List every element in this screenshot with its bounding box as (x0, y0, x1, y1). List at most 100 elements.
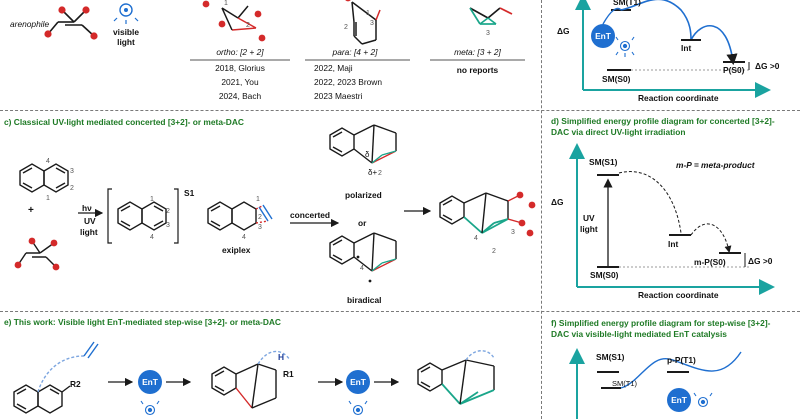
c-exiplex: exiplex (222, 245, 251, 255)
para-product-structure (345, 0, 381, 45)
b-lamp-icon (615, 36, 635, 57)
b-ent-label: EnT (595, 31, 611, 41)
c-prod-num-3: 3 (511, 229, 515, 236)
panel-a-drawings (44, 0, 525, 61)
s1-bracket (107, 188, 179, 244)
arenophile-label: arenophile (10, 19, 50, 29)
e-ent-2: EnT (350, 377, 366, 387)
para-num-3: 3 (370, 20, 374, 27)
b-delta-g: ΔG (557, 26, 570, 36)
f-pp-t1: p-P(T1) (667, 355, 696, 365)
e-ent-circle-2 (346, 370, 370, 394)
para-num-2: 2 (344, 24, 348, 31)
e-h: H (278, 352, 285, 362)
visible-light-label-1: visible (112, 27, 140, 37)
alkene-structure (14, 237, 60, 271)
c-polar-delta: δ (365, 150, 370, 159)
exiplex-structure (207, 201, 273, 231)
d-int: Int (668, 239, 679, 249)
c-ex-num-1: 1 (256, 196, 260, 203)
arenophile-structure (44, 6, 98, 40)
meta-product-structure (469, 7, 513, 25)
c-polar-delta-plus: δ+ (368, 168, 378, 177)
c-naph-num-1: 1 (46, 195, 50, 202)
c-s1-num-2: 2 (166, 208, 170, 215)
d-sm-s0: SM(S0) (590, 270, 619, 280)
c-polar-num-2: 2 (378, 170, 382, 177)
e-product-structure (417, 350, 495, 405)
c-s1-num-3: 3 (166, 222, 170, 229)
d-sm-s1: SM(S1) (589, 157, 618, 167)
c-s1-num-4: 4 (150, 234, 154, 241)
panel-d-energy-diagram (569, 143, 775, 295)
ortho-ref-1: 2018, Glorius (215, 63, 265, 73)
b-sm-s0: SM(S0) (602, 74, 631, 84)
lamp-icon (113, 3, 139, 24)
ortho-ref-3: 2024, Bach (218, 91, 262, 101)
d-dg-pos: ΔG >0 (748, 256, 773, 266)
para-header: para: [4 + 2] (332, 47, 378, 57)
meta-product-structure-c (439, 192, 523, 234)
visible-light-label-2: light (117, 37, 135, 47)
ortho-product-structure (202, 0, 266, 42)
c-birad-num-4: 4 (360, 265, 364, 272)
b-ent-circle (591, 24, 615, 48)
c-plus: + (28, 205, 34, 216)
b-p-s0: P(S0) (723, 65, 745, 75)
meta-num-3: 3 (486, 30, 490, 37)
panel-b-energy-diagram (575, 0, 771, 98)
ortho-num-1: 1 (224, 0, 228, 7)
panel-f-title-2: DAC via visible-light mediated EnT catal… (551, 329, 727, 339)
b-xaxis: Reaction coordinate (638, 93, 719, 103)
f-sm-s1: SM(S1) (596, 352, 625, 362)
e-lamp-icon-2 (348, 400, 368, 416)
c-naph-num-4: 4 (46, 158, 50, 165)
c-prod-num-2: 2 (492, 248, 496, 255)
para-ref-1: 2022, Maji (314, 63, 353, 73)
c-uv: UV (84, 216, 96, 226)
panel-c-drawings (14, 124, 536, 283)
panel-c-title: c) Classical UV-light mediated concerted… (4, 117, 244, 127)
para-ref-3: 2023 Maestri (314, 91, 363, 101)
c-prod-num-4: 4 (474, 235, 478, 242)
meta-ref-1: no reports (456, 65, 499, 75)
b-dg-pos: ΔG >0 (755, 61, 780, 71)
c-concerted: concerted (290, 210, 331, 220)
ortho-num-2: 2 (246, 22, 250, 29)
biradical-structure (329, 232, 397, 272)
b-sm-t1: SM(T1) (613, 0, 641, 7)
panel-e-title: e) This work: Visible light EnT-mediated… (4, 317, 281, 327)
c-naph-num-3: 3 (70, 168, 74, 175)
meta-header: meta: [3 + 2] (454, 47, 501, 57)
c-polarized: polarized (345, 190, 382, 200)
e-lamp-icon-1 (140, 400, 160, 416)
panel-d-title-2: DAC via direct UV-light irradiation (551, 127, 686, 137)
d-mp-def: m-P = meta-product (676, 160, 755, 170)
c-s1: S1 (184, 188, 195, 198)
divider-vertical (541, 0, 542, 419)
d-xaxis: Reaction coordinate (638, 290, 719, 300)
panel-d-title-1: d) Simplified energy profile diagram for… (551, 116, 775, 126)
e-ent-1: EnT (142, 377, 158, 387)
para-ref-2: 2022, 2023 Brown (314, 77, 382, 87)
c-ex-num-2: 2 (258, 214, 262, 221)
c-biradical: biradical (347, 295, 382, 305)
substrate-structure (13, 341, 99, 414)
panel-f-energy-diagram (569, 348, 742, 419)
polarized-structure (329, 124, 397, 164)
divider-middle (0, 311, 800, 312)
c-hv: hν (82, 203, 92, 213)
c-ex-num-3: 3 (258, 224, 262, 231)
f-lamp-icon (693, 392, 713, 408)
ortho-header: ortho: [2 + 2] (216, 47, 264, 57)
naphthalene-structure (19, 163, 69, 193)
c-s1-num-1: 1 (150, 196, 154, 203)
ortho-ref-2: 2021, You (221, 77, 259, 87)
s1-naphthalene-structure (117, 201, 167, 231)
e-r1: R1 (283, 369, 294, 379)
c-light: light (80, 227, 98, 237)
intermediate-structure (211, 350, 291, 409)
panel-f-title-1: f) Simplified energy profile diagram for… (551, 318, 771, 328)
f-ent-circle (667, 388, 691, 412)
panel-e-drawings (13, 341, 495, 416)
